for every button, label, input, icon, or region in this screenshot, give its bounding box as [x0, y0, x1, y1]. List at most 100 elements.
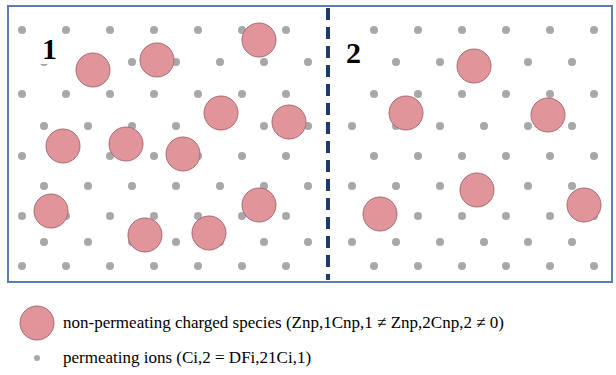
membrane-line [326, 8, 330, 280]
non-permeating-species [34, 23, 601, 252]
ion-dot [150, 262, 158, 270]
species-circle [242, 188, 276, 222]
ion-dot [18, 262, 26, 270]
ion-dot [370, 152, 378, 160]
ion-dot [106, 212, 114, 220]
ion-dot [436, 122, 444, 130]
ion-dot [282, 152, 290, 160]
ion-dot [348, 238, 356, 246]
ion-dot [304, 58, 312, 66]
ion-dot [238, 262, 246, 270]
ion-dot [106, 26, 114, 34]
ion-dot [40, 182, 48, 190]
ion-dot [194, 26, 202, 34]
ion-dot [458, 90, 466, 98]
ion-dot [524, 182, 532, 190]
compartment-number: 2 [344, 38, 363, 68]
ion-dot [62, 262, 70, 270]
ion-dot [84, 182, 92, 190]
ion-dot [568, 182, 576, 190]
ion-dot [18, 212, 26, 220]
ion-dot [40, 238, 48, 246]
ion-dot [458, 26, 466, 34]
species-circle [140, 43, 174, 77]
ion-dot [392, 238, 400, 246]
ion-dot [590, 26, 598, 34]
ion-dot [480, 122, 488, 130]
species-circle [389, 96, 423, 130]
ion-dot [62, 90, 70, 98]
ion-dot [568, 58, 576, 66]
ion-dot [414, 152, 422, 160]
ion-dot [106, 262, 114, 270]
ion-dot [128, 58, 136, 66]
container-box [8, 6, 612, 282]
species-circle [242, 23, 276, 57]
ion-dot [370, 26, 378, 34]
ion-dot [260, 238, 268, 246]
ion-dot [260, 122, 268, 130]
ion-dot [150, 26, 158, 34]
species-circle [166, 137, 200, 171]
ion-dot [436, 238, 444, 246]
ion-dot [436, 182, 444, 190]
ion-dot [128, 182, 136, 190]
ion-dot [194, 90, 202, 98]
ion-dot [590, 262, 598, 270]
species-circle [363, 197, 397, 231]
ion-dot [502, 212, 510, 220]
legend-sample [34, 355, 40, 361]
ion-dot [590, 152, 598, 160]
ion-dot [546, 152, 554, 160]
species-circle [46, 129, 80, 163]
ion-dot [436, 58, 444, 66]
ion-dot [590, 90, 598, 98]
ion-dot [282, 26, 290, 34]
legend-swatch [17, 338, 57, 375]
species-circle [272, 105, 306, 139]
ion-dot [524, 238, 532, 246]
ion-dot [172, 122, 180, 130]
legend-sample [20, 306, 54, 340]
ion-dot [502, 90, 510, 98]
species-circle [204, 96, 238, 130]
species-circle [567, 188, 601, 222]
species-circle [531, 98, 565, 132]
ion-dot [568, 122, 576, 130]
legend-swatch [17, 303, 57, 343]
species-circle [76, 53, 110, 87]
ion-dot [370, 90, 378, 98]
ion-dot [524, 58, 532, 66]
ion-dot [414, 212, 422, 220]
compartment-number: 1 [40, 34, 59, 64]
ion-dot [458, 212, 466, 220]
legend-text: permeating ions (Ci,2 = DFi,21Ci,1) [63, 348, 311, 368]
ion-dot [18, 26, 26, 34]
ion-dot [260, 58, 268, 66]
ion-dot [502, 26, 510, 34]
ion-dot [480, 238, 488, 246]
species-circle [457, 49, 491, 83]
ion-dot [18, 90, 26, 98]
ion-dot [304, 238, 312, 246]
ion-dot [172, 238, 180, 246]
ion-dot [282, 212, 290, 220]
ion-dot [150, 90, 158, 98]
species-circle [192, 216, 226, 250]
ion-dot [392, 58, 400, 66]
ion-dot [216, 182, 224, 190]
species-circle [460, 173, 494, 207]
ion-dot [238, 152, 246, 160]
ion-dot [458, 152, 466, 160]
species-circle [128, 218, 162, 252]
permeating-ions [18, 26, 598, 270]
ion-dot [414, 90, 422, 98]
ion-dot [238, 90, 246, 98]
ion-dot [282, 262, 290, 270]
ion-dot [370, 262, 378, 270]
ion-dot [106, 90, 114, 98]
ion-dot [216, 58, 224, 66]
ion-dot [392, 182, 400, 190]
ion-dot [524, 122, 532, 130]
ion-dot [546, 26, 554, 34]
